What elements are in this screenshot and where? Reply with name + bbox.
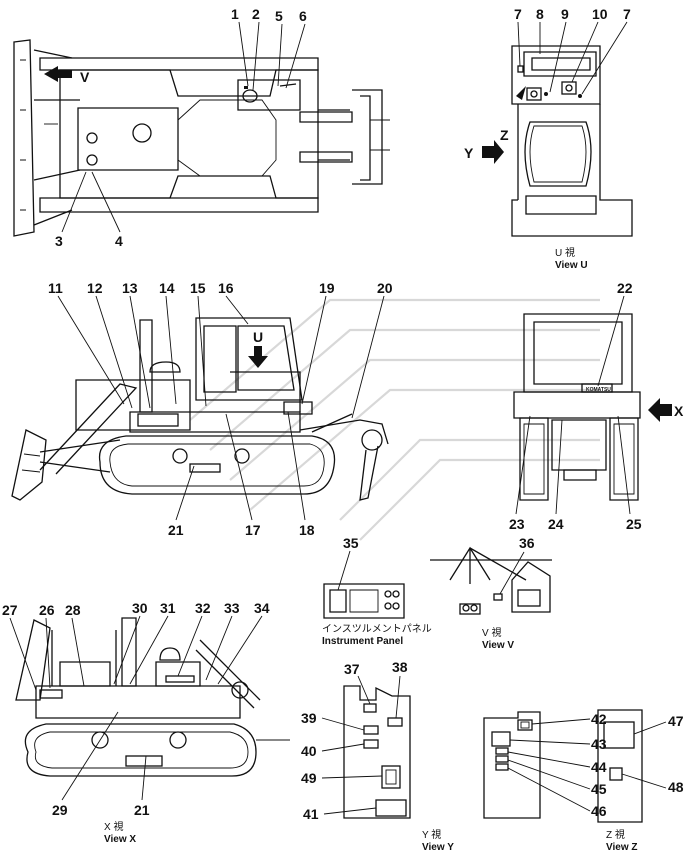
callout-42: 42	[591, 711, 607, 727]
view-z-drawing	[483, 711, 541, 819]
callout-22: 22	[617, 280, 633, 296]
callout-21a: 21	[168, 522, 184, 538]
callout-32: 32	[195, 600, 211, 616]
view-x-caption: View X	[104, 834, 136, 845]
top-view-dozer	[13, 39, 390, 237]
top-view-leaders	[61, 21, 306, 233]
callout-9: 9	[561, 6, 569, 22]
callout-31: 31	[160, 600, 176, 616]
view-x-side-leaders	[9, 615, 263, 801]
view-z-leaders	[507, 718, 591, 812]
callout-20: 20	[377, 280, 393, 296]
callout-7b: 7	[623, 6, 631, 22]
callout-43: 43	[591, 736, 607, 752]
callout-46: 46	[591, 803, 607, 819]
view-u-drawing	[482, 45, 633, 237]
view-x-side-drawing	[15, 617, 290, 777]
view-z-caption: View Z	[606, 842, 638, 853]
view-v-drawing	[430, 546, 552, 615]
callout-49: 49	[301, 770, 317, 786]
callout-38: 38	[392, 659, 408, 675]
callout-18: 18	[299, 522, 315, 538]
callout-12: 12	[87, 280, 103, 296]
callout-28: 28	[65, 602, 81, 618]
callout-21b: 21	[134, 802, 150, 818]
callout-40: 40	[301, 743, 317, 759]
callout-33: 33	[224, 600, 240, 616]
view-z-marker: Z	[500, 127, 509, 143]
callout-39: 39	[301, 710, 317, 726]
view-u-leaders	[517, 21, 628, 95]
callout-4: 4	[115, 233, 123, 249]
callout-2: 2	[252, 6, 260, 22]
callout-24: 24	[548, 516, 564, 532]
watermark	[189, 298, 600, 541]
view-v-caption-jp: V 視	[482, 626, 501, 639]
callout-10: 10	[592, 6, 608, 22]
side-view-dozer: U	[11, 317, 389, 501]
callout-11: 11	[48, 280, 63, 296]
callout-5: 5	[275, 8, 283, 24]
callout-27: 27	[2, 602, 18, 618]
callout-13: 13	[122, 280, 138, 296]
callout-29: 29	[52, 802, 68, 818]
view-y-leaders	[321, 675, 401, 815]
view-y-caption: View Y	[422, 842, 454, 853]
instrument-panel-caption: Instrument Panel	[322, 636, 403, 647]
callout-14: 14	[159, 280, 175, 296]
brand-plate: KOMATSU	[586, 387, 611, 393]
callout-44: 44	[591, 759, 607, 775]
view-z-caption-jp: Z 視	[606, 828, 625, 841]
callout-36: 36	[519, 535, 535, 551]
callout-25: 25	[626, 516, 642, 532]
view-v-caption: View V	[482, 640, 514, 651]
callout-15: 15	[190, 280, 206, 296]
callout-7a: 7	[514, 6, 522, 22]
view-x-leaders	[515, 295, 631, 515]
callout-35: 35	[343, 535, 359, 551]
view-x-drawing	[513, 313, 672, 501]
callout-8: 8	[536, 6, 544, 22]
callout-30: 30	[132, 600, 148, 616]
view-y-marker: Y	[464, 145, 474, 161]
callout-1: 1	[231, 6, 239, 22]
callout-26: 26	[39, 602, 55, 618]
view-v-marker: V	[80, 69, 90, 85]
view-x-marker: X	[674, 403, 684, 419]
view-y-drawing	[343, 685, 411, 819]
callout-19: 19	[319, 280, 335, 296]
view-x-caption-jp: X 視	[104, 820, 123, 833]
callout-17: 17	[245, 522, 261, 538]
callout-16: 16	[218, 280, 234, 296]
callout-3: 3	[55, 233, 63, 249]
callout-37: 37	[344, 661, 360, 677]
callout-47: 47	[668, 713, 684, 729]
view-y-caption-jp: Y 視	[422, 828, 441, 841]
view-u-caption-jp: U 視	[555, 246, 575, 259]
callout-41: 41	[303, 806, 319, 822]
side-view-leaders	[57, 295, 385, 521]
callout-23: 23	[509, 516, 525, 532]
callout-6: 6	[299, 8, 307, 24]
instrument-panel-drawing	[323, 583, 405, 619]
callout-34: 34	[254, 600, 270, 616]
callout-48: 48	[668, 779, 684, 795]
view-u-marker: U	[253, 329, 263, 345]
callout-45: 45	[591, 781, 607, 797]
instrument-panel-caption-jp: インスツルメントパネル	[322, 623, 432, 635]
view-u-caption: View U	[555, 260, 588, 271]
view-z-door-leaders	[621, 721, 667, 789]
